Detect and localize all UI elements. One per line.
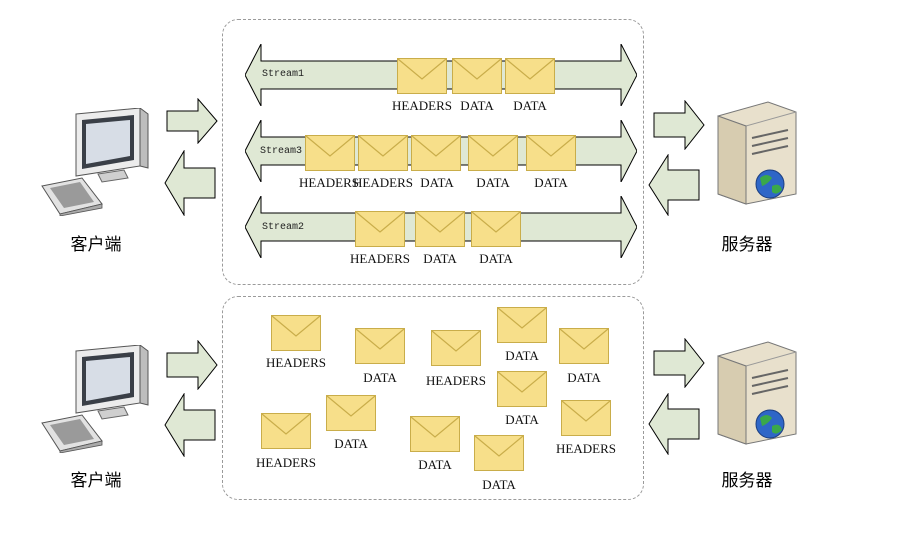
frame-label: HEADERS: [426, 373, 486, 388]
stream-label-3: Stream3: [260, 146, 303, 157]
envelope-icon: [410, 416, 460, 452]
frame-label: DATA: [363, 370, 397, 385]
envelope-icon: [497, 371, 547, 407]
frame-label: HEADERS: [299, 175, 359, 190]
frame-label: DATA: [334, 436, 368, 451]
envelope-icon: [526, 135, 576, 171]
envelope-icon: [305, 135, 355, 171]
envelope-icon: [505, 58, 555, 94]
envelope-icon: [415, 211, 465, 247]
client-receive-arrow: [164, 150, 216, 216]
stream-label-1: Stream1: [262, 69, 305, 80]
server-label: 服务器: [721, 471, 773, 491]
client-send-arrow: [166, 340, 218, 390]
envelope-icon: [559, 328, 609, 364]
envelope-icon: [452, 58, 502, 94]
computer-icon: [41, 108, 149, 216]
client-label: 客户端: [70, 471, 122, 491]
envelope-icon: [355, 211, 405, 247]
envelope-icon: [497, 307, 547, 343]
frame-label: HEADERS: [392, 98, 452, 113]
envelope-icon: [261, 413, 311, 449]
frame-label: HEADERS: [556, 441, 616, 456]
frame-label: DATA: [482, 477, 516, 492]
frame-label: HEADERS: [353, 175, 413, 190]
server-receive-arrow: [653, 338, 705, 388]
frame-label: HEADERS: [350, 251, 410, 266]
frame-label: DATA: [513, 98, 547, 113]
envelope-icon: [561, 400, 611, 436]
envelope-icon: [468, 135, 518, 171]
server-send-arrow: [648, 393, 700, 455]
server-send-arrow: [648, 154, 700, 216]
frame-label: HEADERS: [266, 355, 326, 370]
stream-label-2: Stream2: [262, 222, 305, 233]
frame-label: DATA: [479, 251, 513, 266]
client-receive-arrow: [164, 393, 216, 457]
envelope-icon: [355, 328, 405, 364]
frame-label: DATA: [420, 175, 454, 190]
frame-label: DATA: [505, 348, 539, 363]
server-globe-icon: [717, 101, 797, 205]
client-send-arrow: [166, 98, 218, 144]
envelope-icon: [326, 395, 376, 431]
envelope-icon: [471, 211, 521, 247]
client-label: 客户端: [70, 235, 122, 255]
frame-label: DATA: [418, 457, 452, 472]
envelope-icon: [358, 135, 408, 171]
envelope-icon: [271, 315, 321, 351]
server-globe-icon: [717, 341, 797, 445]
server-label: 服务器: [721, 235, 773, 255]
frame-label: DATA: [534, 175, 568, 190]
envelope-icon: [474, 435, 524, 471]
frame-label: DATA: [476, 175, 510, 190]
frame-label: HEADERS: [256, 455, 316, 470]
computer-icon: [41, 345, 149, 453]
frame-label: DATA: [567, 370, 601, 385]
frame-label: DATA: [423, 251, 457, 266]
envelope-icon: [411, 135, 461, 171]
frame-label: DATA: [505, 412, 539, 427]
server-receive-arrow: [653, 100, 705, 150]
envelope-icon: [397, 58, 447, 94]
envelope-icon: [431, 330, 481, 366]
frame-label: DATA: [460, 98, 494, 113]
